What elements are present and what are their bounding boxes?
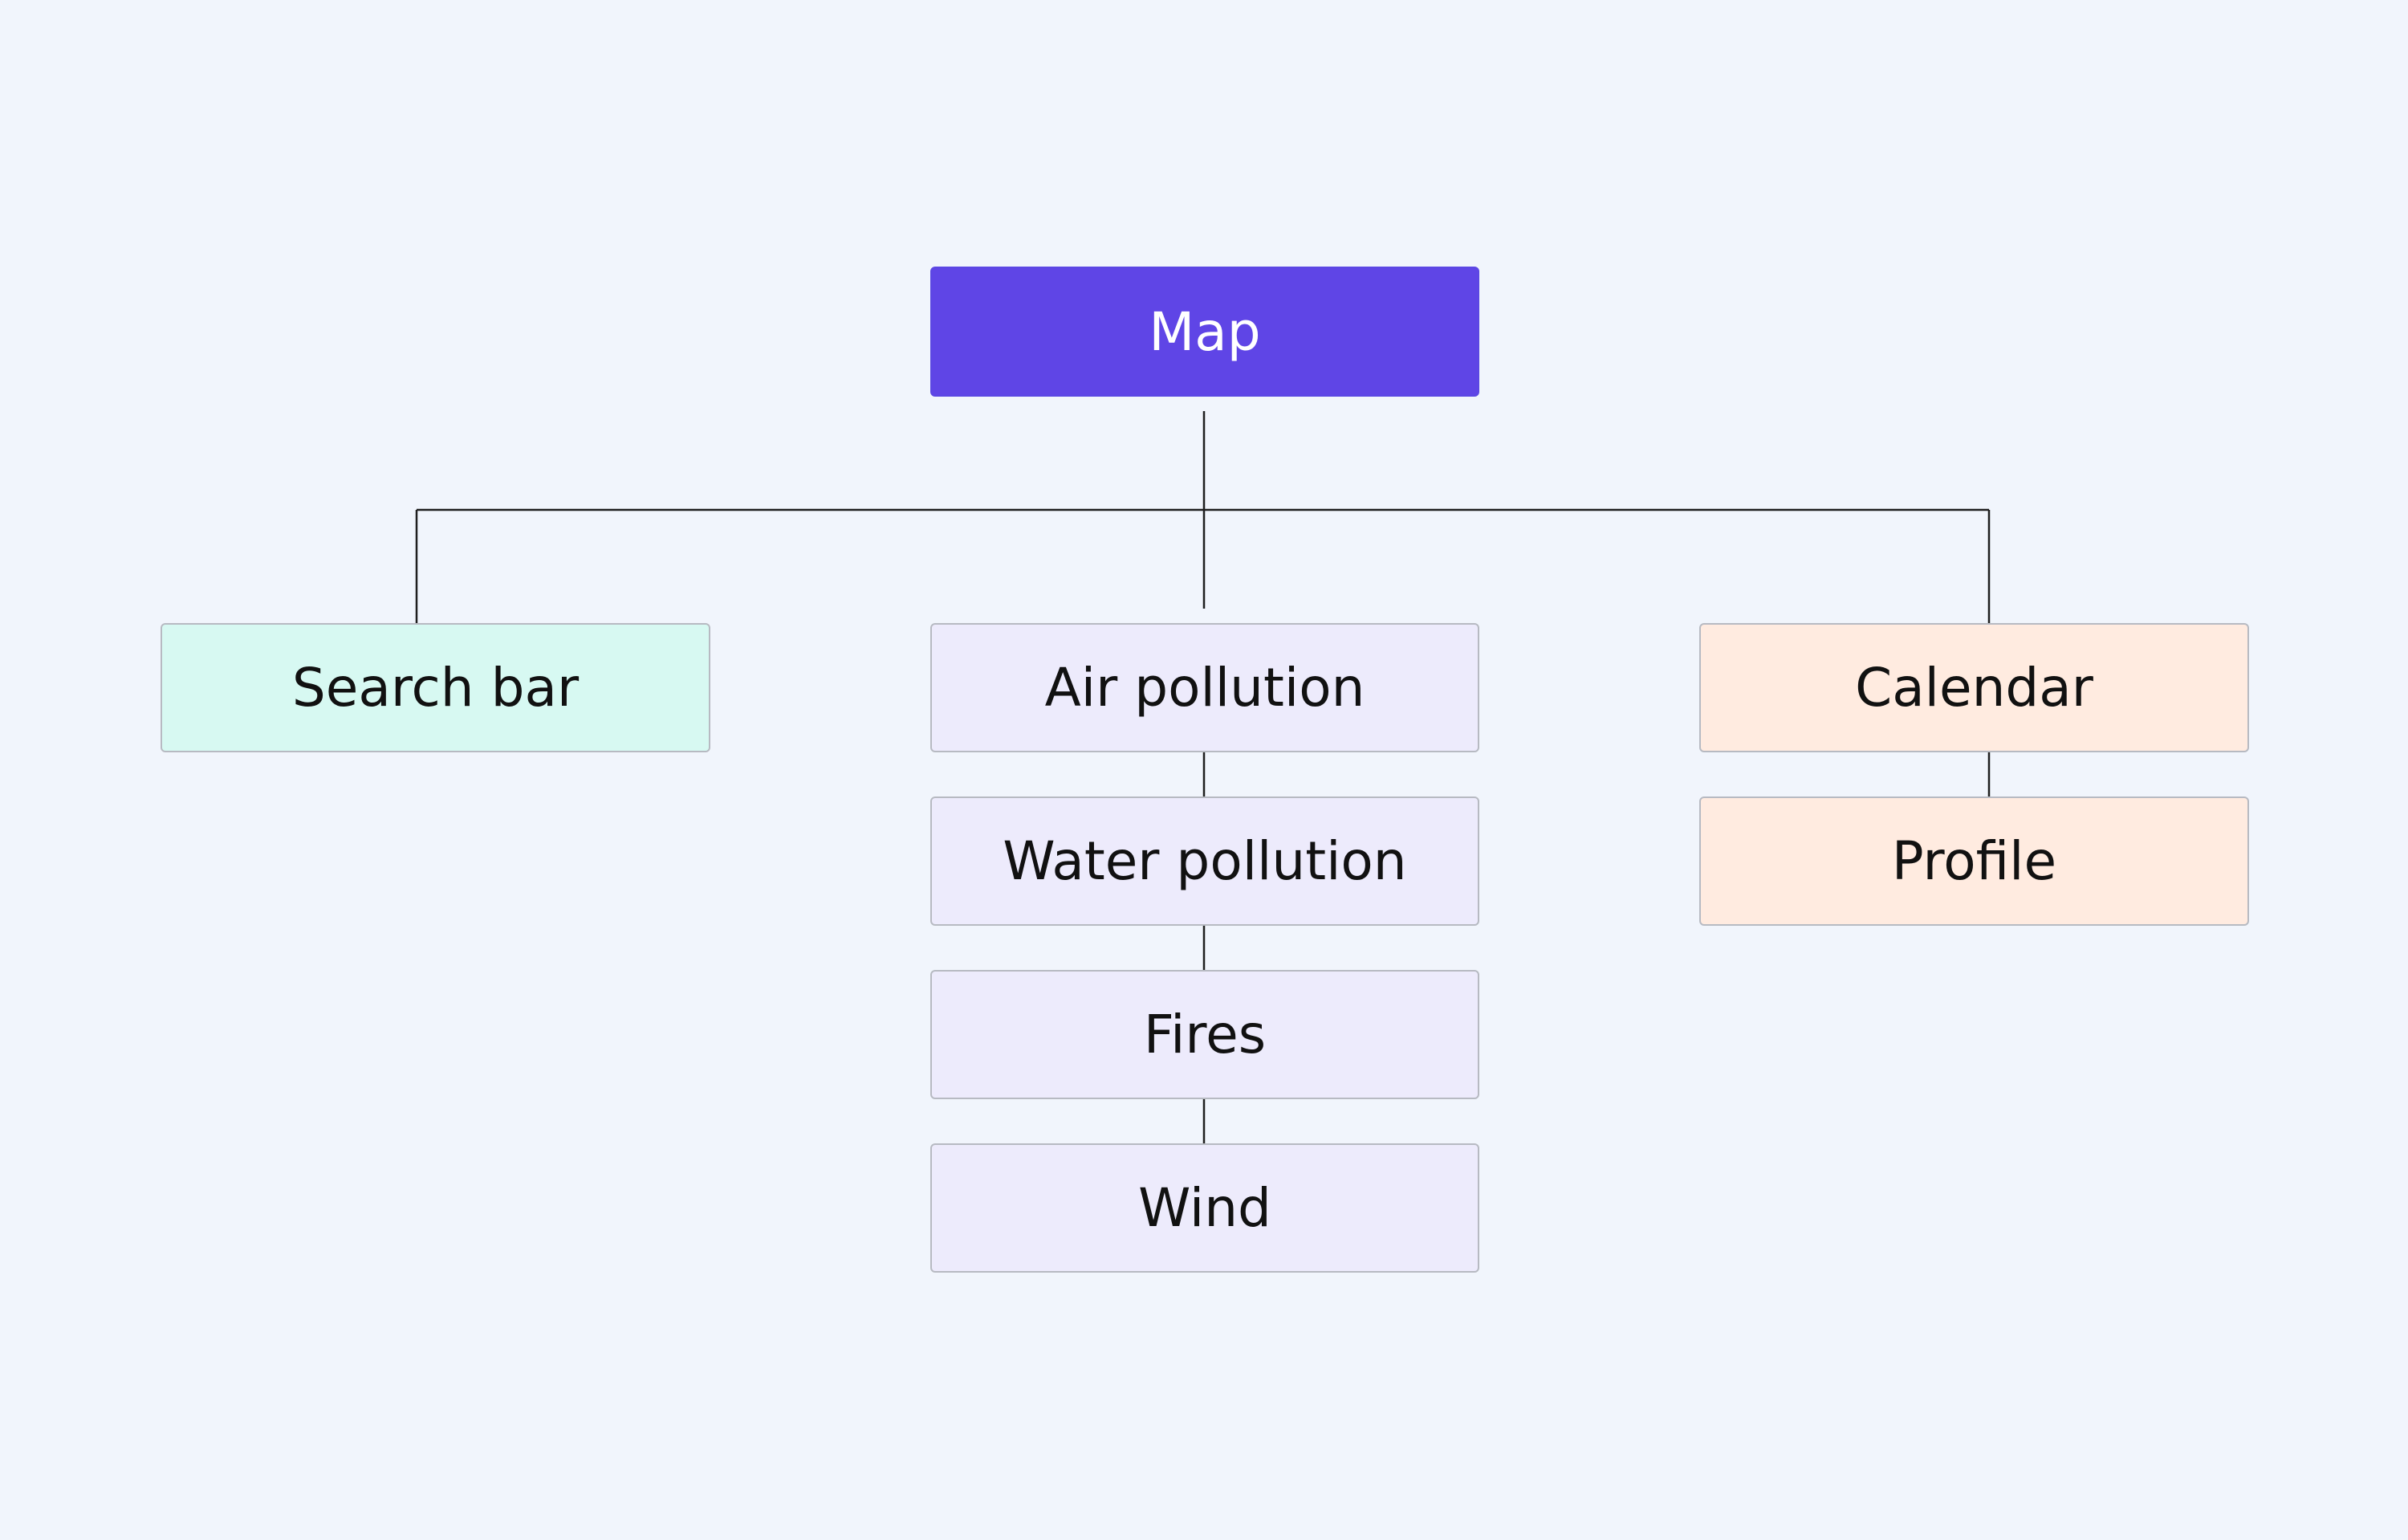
node-fires[interactable]: Fires [930, 970, 1479, 1099]
node-search-bar[interactable]: Search bar [161, 623, 710, 752]
node-label: Fires [1143, 1004, 1267, 1065]
node-profile[interactable]: Profile [1699, 796, 2249, 926]
node-label: Wind [1138, 1177, 1271, 1239]
node-label: Search bar [291, 657, 580, 719]
node-water-pollution[interactable]: Water pollution [930, 796, 1479, 926]
node-label: Map [1149, 300, 1261, 363]
node-label: Calendar [1855, 657, 2093, 719]
node-root[interactable]: Map [930, 267, 1479, 397]
node-label: Profile [1891, 830, 2057, 892]
node-wind[interactable]: Wind [930, 1143, 1479, 1273]
node-label: Water pollution [1003, 830, 1407, 892]
node-calendar[interactable]: Calendar [1699, 623, 2249, 752]
node-air-pollution[interactable]: Air pollution [930, 623, 1479, 752]
node-label: Air pollution [1044, 657, 1365, 719]
